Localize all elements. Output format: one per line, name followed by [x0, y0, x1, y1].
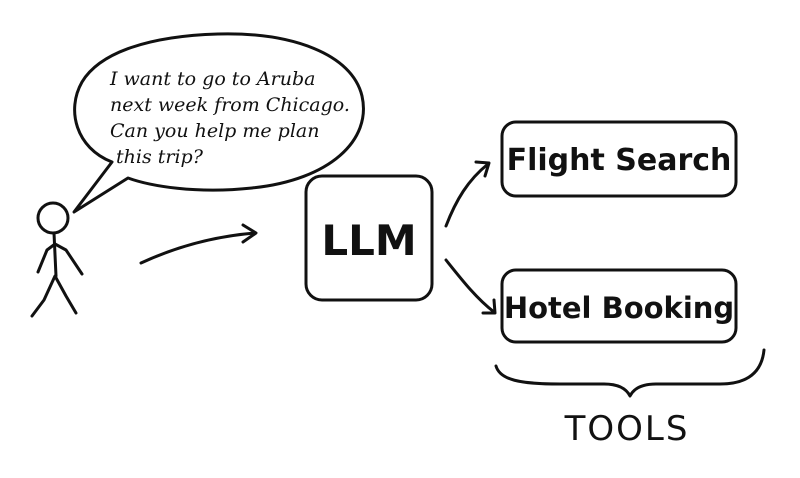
stick-figure-head [36, 201, 70, 235]
tools-caption: TOOLS [564, 409, 690, 449]
llm-node: LLM [304, 174, 434, 302]
speech-line-2: next week from Chicago. [110, 94, 350, 116]
flight-search-label: Flight Search [507, 143, 732, 178]
stick-figure-user [30, 201, 84, 318]
hotel-booking-box [500, 268, 738, 344]
llm-box [304, 174, 434, 302]
speech-line-3: Can you help me plan [110, 120, 319, 142]
tools-brace [494, 348, 766, 398]
arrow-user-to-llm [139, 223, 258, 265]
arrow-llm-to-flight-search [444, 160, 491, 228]
stick-figure-legs [30, 274, 78, 318]
tool-flight-search: Flight Search [500, 120, 738, 198]
speech-line-1: I want to go to Aruba [109, 68, 315, 90]
speech-bubble: I want to go to Aruba next week from Chi… [72, 32, 365, 214]
tool-hotel-booking: Hotel Booking [500, 268, 738, 344]
speech-line-4: this trip? [116, 146, 204, 168]
stick-figure-arms [36, 242, 84, 276]
hotel-booking-label: Hotel Booking [504, 291, 734, 325]
arrow-llm-to-hotel-booking [444, 258, 497, 315]
stick-figure-body [52, 231, 58, 278]
llm-label: LLM [321, 216, 416, 265]
flight-search-box [500, 120, 738, 198]
speech-bubble-outline [72, 32, 365, 214]
